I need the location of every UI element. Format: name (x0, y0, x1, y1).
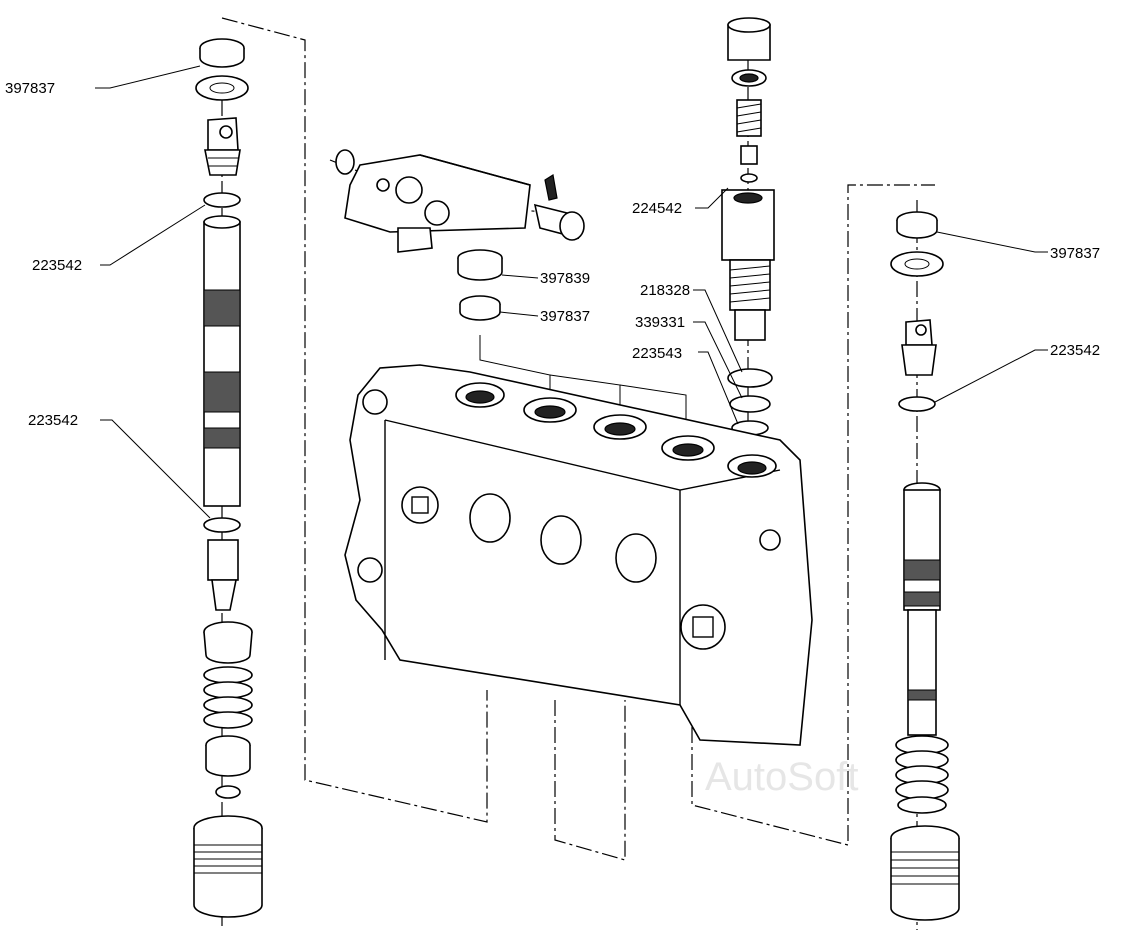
leader-lines (95, 65, 1048, 519)
label-397837-left: 397837 (5, 80, 55, 97)
label-224542: 224542 (632, 200, 682, 217)
part-labels: 397837 223542 223542 397839 397837 22454… (5, 80, 1100, 429)
left-spool-assembly (193, 38, 263, 918)
lever-linkage (335, 149, 585, 253)
label-223542-right: 223542 (1050, 342, 1100, 359)
watermark: AutoSoft (705, 755, 858, 799)
label-223542-left-lower: 223542 (28, 412, 78, 429)
label-218328: 218328 (640, 282, 690, 299)
valve-body (344, 364, 813, 746)
label-397837-right: 397837 (1050, 245, 1100, 262)
label-223542-left-upper: 223542 (32, 257, 82, 274)
label-339331: 339331 (635, 314, 685, 331)
label-223543: 223543 (632, 345, 682, 362)
label-397839: 397839 (540, 270, 590, 287)
label-397837-mid: 397837 (540, 308, 590, 325)
top-seals (457, 249, 503, 321)
right-spool-assembly (890, 211, 960, 921)
